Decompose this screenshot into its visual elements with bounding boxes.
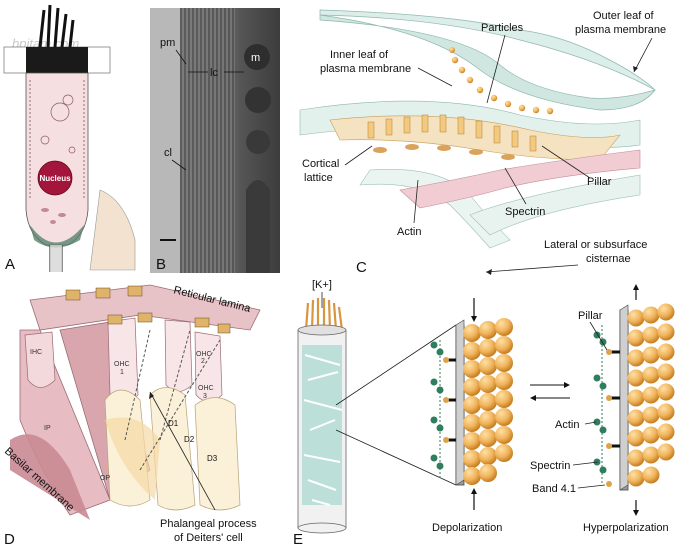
actin-spectrin-depol [430, 340, 456, 480]
label-ihc: IHC [30, 349, 42, 356]
label-outer-leaf-2: plasma membrane [575, 24, 666, 36]
label-d2: D2 [184, 435, 195, 444]
label-ohc2-b: 2 [201, 358, 205, 365]
label-inner-leaf-2: plasma membrane [320, 63, 411, 75]
hair-bundles [65, 285, 231, 334]
label-actin-c: Actin [397, 226, 421, 238]
label-cl: cl [164, 147, 172, 159]
nerve-fiber [50, 245, 62, 272]
cortical-lattice [329, 115, 621, 161]
phalangeal-processes [124, 329, 221, 471]
panel-c: Particles Outer leaf of plasma membrane … [299, 9, 666, 276]
label-k: [K+] [312, 279, 332, 291]
label-lateral-2: cisternae [586, 253, 631, 265]
reversible-arrows [530, 382, 570, 401]
label-ohc1-a: OHC [114, 361, 130, 368]
panel-d: Reticular lamina Basilar membrane IHC IP… [2, 284, 261, 548]
depolarization-model: Depolarization [430, 298, 513, 534]
label-hyperpolarization: Hyperpolarization [583, 522, 669, 534]
deiters-cell-3 [194, 397, 241, 511]
hyperpolarization-model: Pillar Actin Spectrin Band 4.1 Hyperpola… [530, 284, 675, 534]
panel-a: bpitam.com Nucleus A [3, 4, 136, 273]
label-phalangeal-2: of Deiters' cell [174, 532, 243, 544]
label-depolarization: Depolarization [432, 522, 502, 534]
motor-protein-spheres-depol [463, 318, 513, 485]
cuticular-plate [26, 47, 88, 73]
panel-letter-d: D [4, 531, 15, 548]
label-pillar-e: Pillar [578, 310, 603, 322]
panel-letter-c: C [356, 259, 367, 276]
membrane-particles [449, 47, 554, 115]
label-cortical-1: Cortical [302, 158, 339, 170]
label-ohc1-b: 1 [120, 369, 124, 376]
label-particles: Particles [481, 22, 524, 34]
label-d1: D1 [168, 419, 179, 428]
panel-letter-a: A [5, 256, 15, 273]
mitochondrion [244, 44, 270, 70]
panel-b: pm lc m cl B [150, 8, 280, 273]
label-pillar-c: Pillar [587, 176, 612, 188]
inner-hair-cell [24, 331, 56, 388]
label-ohc2-a: OHC [196, 351, 212, 358]
stereocilia [38, 4, 75, 48]
deiters-cell-2 [149, 387, 196, 511]
label-ohc3-b: 3 [203, 393, 207, 400]
supporting-cell [89, 189, 136, 271]
nucleus-label: Nucleus [39, 174, 71, 183]
label-inner-leaf-1: Inner leaf of [330, 49, 389, 61]
label-actin-e: Actin [555, 419, 579, 431]
panel-letter-b: B [156, 256, 166, 273]
actin-spectrin-hyper [593, 325, 620, 487]
label-ohc3-a: OHC [198, 385, 214, 392]
motor-protein-spheres-hyper [627, 303, 675, 487]
outer-leaf [319, 9, 656, 91]
label-m: m [251, 52, 260, 64]
label-phalangeal-1: Phalangeal process [160, 518, 257, 530]
panel-e: [K+] [293, 279, 675, 548]
hair-cell-body [25, 72, 89, 246]
label-cortical-2: lattice [304, 172, 333, 184]
label-spectrin-e: Spectrin [530, 460, 570, 472]
label-op: OP [100, 475, 110, 482]
label-spectrin-c: Spectrin [505, 206, 545, 218]
label-d3: D3 [207, 454, 218, 463]
label-lc: lc [210, 67, 218, 79]
nucleus [37, 160, 73, 196]
label-outer-leaf-1: Outer leaf of [593, 10, 654, 22]
panel-letter-e: E [293, 531, 303, 548]
label-ip: IP [44, 425, 51, 432]
synaptic-region [30, 225, 84, 248]
label-band-41: Band 4.1 [532, 483, 576, 495]
pillars [367, 114, 537, 152]
label-lateral-1: Lateral or subsurface [544, 239, 647, 251]
label-pm: pm [160, 37, 175, 49]
outer-hair-cell-2 [164, 319, 193, 392]
